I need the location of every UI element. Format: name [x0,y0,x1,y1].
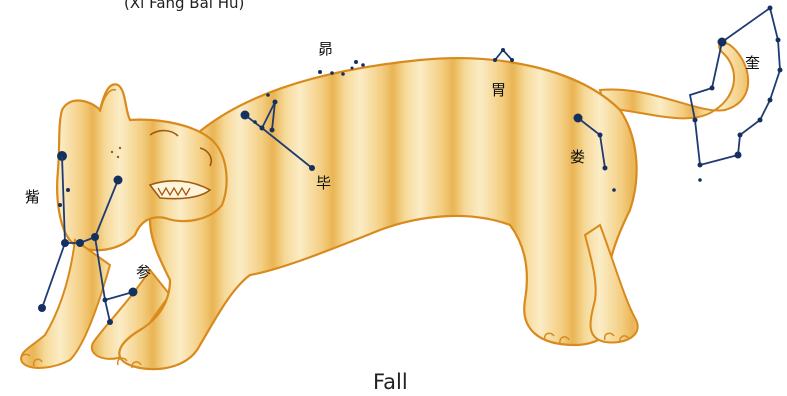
whisker-dot [117,156,119,158]
mansion-label-mao: 昴 [318,38,333,59]
mansion-label-lou: 娄 [570,146,585,167]
mansion-label-kui: 奎 [745,52,760,73]
mansion-label-zi: 觜 [25,186,40,207]
mansion-label-bi: 毕 [316,172,331,193]
constellation-wei-stars [493,48,514,62]
tiger-tail [600,43,748,118]
mansion-label-wei: 胃 [491,79,506,100]
whisker-dot [119,147,121,149]
whisker-dot [111,151,113,153]
subtitle: (Xī Fāng Bái Hǔ) [124,0,244,12]
mansion-label-shen: 参 [136,261,151,282]
season-label: Fall [373,370,408,394]
